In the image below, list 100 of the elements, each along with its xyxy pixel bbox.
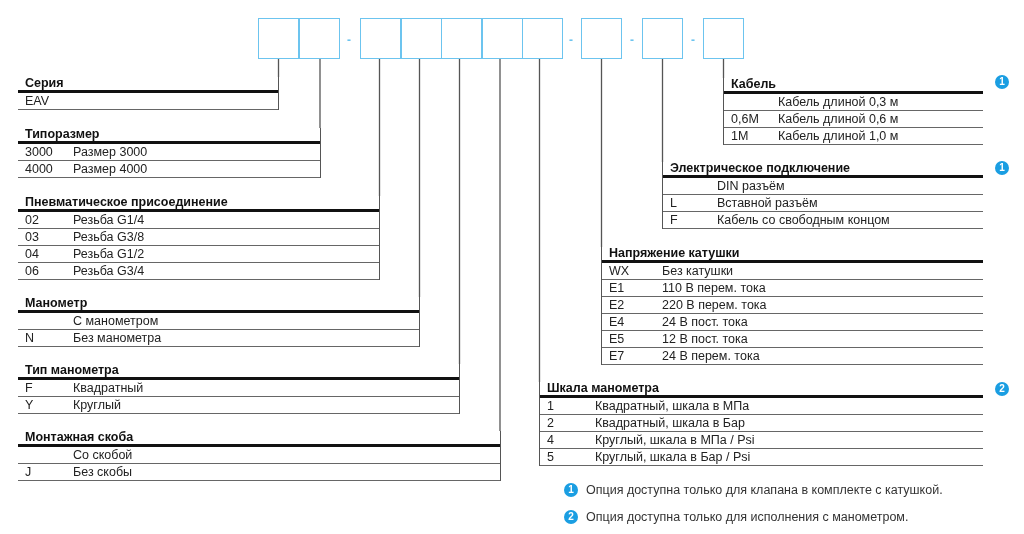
option-code: 1	[547, 398, 554, 414]
code-box	[581, 18, 622, 59]
option-description: Со скобой	[73, 447, 133, 463]
table-row	[18, 330, 419, 347]
option-description: С манометром	[73, 313, 159, 329]
table-row	[602, 263, 983, 280]
option-code: E5	[609, 331, 625, 347]
table-row	[724, 111, 983, 128]
leader-line	[499, 58, 501, 432]
option-description: 12 В пост. тока	[662, 331, 748, 347]
option-description: 24 В перем. тока	[662, 348, 760, 364]
option-code: F	[670, 212, 678, 228]
footnote-badge: 1	[564, 483, 578, 497]
table-row	[540, 415, 983, 432]
option-description: Резьба G3/8	[73, 229, 145, 245]
option-code: WX	[609, 263, 630, 279]
option-description: Без манометра	[73, 330, 162, 346]
code-box	[522, 18, 563, 59]
footnote-text: Опция доступна только для исполнения с манометром.	[586, 509, 909, 525]
table-row	[18, 144, 320, 161]
table-heading: Пневматическое присоединение	[25, 196, 228, 209]
code-box	[299, 18, 340, 59]
option-description: Размер 4000	[73, 161, 148, 177]
table-row	[540, 449, 983, 466]
table-row	[602, 297, 983, 314]
code-box	[360, 18, 401, 59]
option-description: Резьба G3/4	[73, 263, 145, 279]
option-table	[662, 162, 983, 229]
table-row	[602, 280, 983, 297]
option-code: 04	[25, 246, 39, 262]
table-row	[602, 348, 983, 365]
table-row	[18, 229, 379, 246]
option-table	[18, 196, 380, 280]
table-heading: Напряжение катушки	[609, 247, 740, 260]
option-code: 0,6M	[731, 111, 759, 127]
leader-line	[661, 58, 664, 163]
option-description: DIN разъём	[717, 178, 785, 194]
option-table	[723, 78, 983, 145]
option-code: 02	[25, 212, 39, 228]
code-box	[258, 18, 299, 59]
footnote-badge: 1	[995, 161, 1009, 175]
table-row	[18, 263, 379, 280]
option-code: N	[25, 330, 35, 346]
option-code: 5	[547, 449, 554, 465]
footnote-badge: 1	[995, 75, 1009, 89]
option-table	[18, 128, 321, 178]
table-row	[18, 313, 419, 330]
table-heading: Серия	[25, 77, 64, 90]
option-code: 3000	[25, 144, 53, 160]
leader-line	[538, 58, 541, 383]
option-code: EAV	[25, 93, 50, 109]
table-heading: Электрическое подключение	[670, 162, 851, 175]
code-box	[441, 18, 482, 59]
option-code: F	[25, 380, 33, 396]
option-code: 1M	[731, 128, 749, 144]
option-table	[18, 431, 501, 481]
footnote-badge: 2	[995, 382, 1009, 396]
table-heading: Манометр	[25, 297, 88, 310]
footnote-badge: 2	[564, 510, 578, 524]
table-row	[18, 161, 320, 178]
table-row	[663, 195, 983, 212]
option-code: 2	[547, 415, 554, 431]
table-heading: Кабель	[731, 78, 777, 91]
leader-line	[722, 58, 725, 79]
table-heading: Тип манометра	[25, 364, 119, 377]
option-description: Резьба G1/2	[73, 246, 145, 262]
leader-line	[378, 58, 381, 197]
option-code: E1	[609, 280, 625, 296]
option-description: Кабель длиной 0,3 м	[778, 94, 899, 110]
table-row	[663, 178, 983, 195]
option-table	[18, 77, 279, 110]
leader-line	[277, 58, 280, 78]
table-row	[18, 380, 459, 397]
table-row	[18, 397, 459, 414]
leader-line	[458, 58, 461, 365]
option-code: E2	[609, 297, 625, 313]
separator-dash: -	[569, 32, 573, 48]
footnote-text: Опция доступна только для клапана в комплекте с катушкой.	[586, 482, 943, 498]
leader-line	[600, 58, 603, 248]
code-box	[642, 18, 683, 59]
code-box	[703, 18, 744, 59]
table-heading: Монтажная скоба	[25, 431, 134, 444]
code-box	[481, 18, 523, 59]
table-row	[724, 94, 983, 111]
option-code: 4000	[25, 161, 53, 177]
option-code: 4	[547, 432, 554, 448]
option-table	[539, 382, 983, 466]
option-description: Кабель длиной 0,6 м	[778, 111, 899, 127]
option-description: Резьба G1/4	[73, 212, 145, 228]
option-code: L	[670, 195, 677, 211]
option-code: E7	[609, 348, 625, 364]
table-heading: Шкала манометра	[547, 382, 659, 395]
leader-line	[319, 58, 321, 129]
table-row	[724, 128, 983, 145]
option-description: 220 В перем. тока	[662, 297, 767, 313]
option-code: 03	[25, 229, 39, 245]
leader-line	[418, 58, 421, 298]
option-table	[18, 364, 460, 414]
table-row	[540, 398, 983, 415]
option-description: 24 В пост. тока	[662, 314, 748, 330]
